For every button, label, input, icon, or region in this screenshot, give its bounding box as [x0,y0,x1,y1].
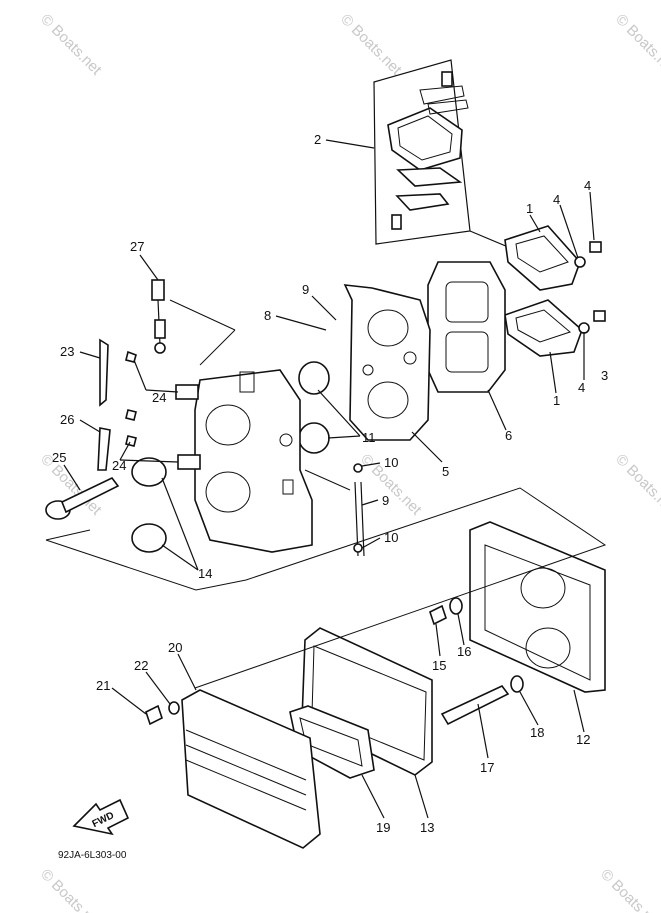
intake-manifold [343,284,431,441]
link-rod [151,279,166,354]
gasket [427,261,506,393]
callout-20: 20 [168,640,182,655]
callout-27: 27 [130,239,144,254]
forward-direction-arrow: FWD [72,798,130,836]
callout-14: 14 [198,566,212,581]
leader-lines [63,139,595,819]
cylinder-cover [145,689,321,849]
callout-7: 8 [264,308,271,323]
callout-24-bottom: 24 [112,458,126,473]
callout-8: 9 [302,282,309,297]
diagram-code: 92JA-6L303-00 [58,850,127,861]
callout-22: 22 [134,658,148,673]
callout-18: 18 [530,725,544,740]
callout-17: 17 [480,760,494,775]
callout-6: 6 [505,428,512,443]
callout-23: 23 [60,344,74,359]
callout-10-top: 10 [384,455,398,470]
push-pin [45,476,120,520]
callout-11: 11 [362,430,376,445]
callout-16: 16 [457,644,471,659]
callout-26: 26 [60,412,74,427]
cover-fasteners [429,597,524,726]
callout-25: 25 [52,450,66,465]
callout-9: 9 [382,493,389,508]
watermark-mid-right: © Boats.net [612,451,661,519]
watermark-top-right: © Boats.net [612,11,661,79]
callout-19: 19 [376,820,390,835]
carburetor-block [175,369,313,553]
reed-valve-inset [373,59,521,253]
watermark-top-center: © Boats.net [337,11,405,79]
callout-21: 21 [96,678,110,693]
guide-lines [45,299,607,689]
callout-2: 2 [314,132,321,147]
watermark-top-left: © Boats.net [37,11,105,79]
long-bolt [353,463,365,557]
callout-12: 12 [576,732,590,747]
callout-3-bottom: 3 [601,368,608,383]
callout-3-top: 4 [584,178,591,193]
callout-13: 13 [420,820,434,835]
reed-valve-assemblies [504,225,606,357]
hoses [97,338,137,471]
callout-15: 15 [432,658,446,673]
watermark-bottom-left: © Boats.net [37,866,105,913]
watermark-bottom-right: © Boats.net [597,866,661,913]
callout-5: 5 [442,464,449,479]
o-rings [298,361,330,454]
callout-labels: 2 1 4 4 27 9 8 23 24 26 24 25 14 11 5 6 … [52,132,608,835]
callout-4-top: 4 [553,192,560,207]
callout-10-bottom: 10 [384,530,398,545]
callout-1-bottom: 1 [553,393,560,408]
large-o-rings [131,457,167,553]
cover-plate [469,521,606,693]
callout-4-bottom: 4 [578,380,585,395]
callout-24-top: 24 [152,390,166,405]
callout-1-top: 1 [526,201,533,216]
